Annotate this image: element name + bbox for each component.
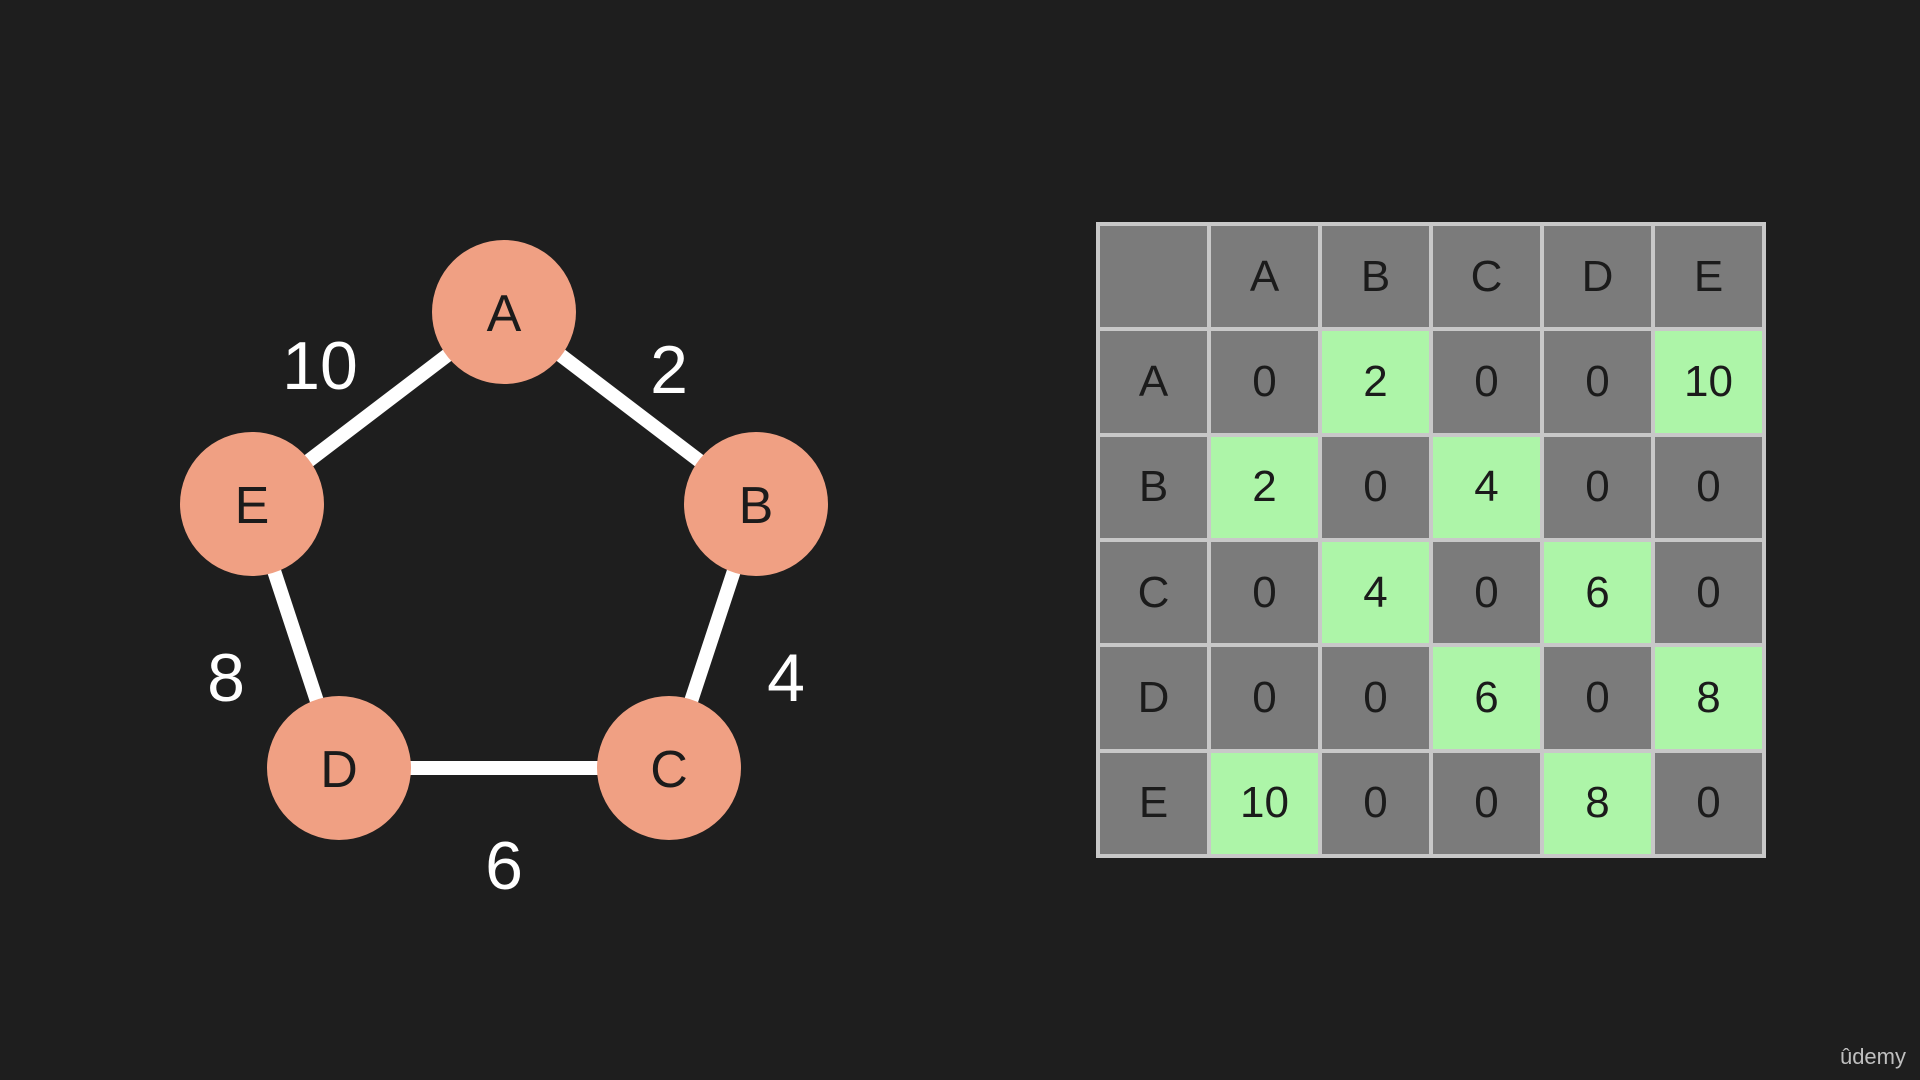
matrix-col-header-d: D	[1544, 226, 1651, 328]
matrix-cell-e-b: 0	[1322, 752, 1429, 854]
matrix-cell-e-d: 8	[1544, 752, 1651, 854]
matrix-cell-e-a: 10	[1211, 752, 1318, 854]
matrix-cell-e-c: 0	[1433, 752, 1540, 854]
matrix-cell-e-e: 0	[1655, 752, 1762, 854]
matrix-cell-b-e: 0	[1655, 436, 1762, 538]
weighted-graph-diagram: 2 4 6 8 10 A B C D E	[180, 240, 828, 904]
matrix-col-header-b: B	[1322, 226, 1429, 328]
matrix-cell-d-b: 0	[1322, 647, 1429, 749]
node-c: C	[597, 696, 741, 840]
node-circle	[432, 240, 576, 384]
matrix-cell-d-c: 6	[1433, 647, 1540, 749]
matrix-cell-a-e: 10	[1655, 331, 1762, 433]
matrix-corner-cell	[1100, 226, 1207, 328]
edge-weight-a-b: 2	[650, 332, 688, 408]
edge-weight-d-e: 8	[207, 640, 245, 716]
matrix-cell-a-d: 0	[1544, 331, 1651, 433]
edge-weight-c-d: 6	[485, 828, 523, 904]
node-circle	[684, 432, 828, 576]
node-e: E	[180, 432, 324, 576]
matrix-cell-a-b: 2	[1322, 331, 1429, 433]
node-label: E	[235, 477, 270, 535]
matrix-cell-c-c: 0	[1433, 542, 1540, 644]
matrix-cell-c-a: 0	[1211, 542, 1318, 644]
matrix-row-header-a: A	[1100, 331, 1207, 433]
matrix-cell-a-a: 0	[1211, 331, 1318, 433]
matrix-row-header-d: D	[1100, 647, 1207, 749]
matrix-col-header-a: A	[1211, 226, 1318, 328]
node-circle	[597, 696, 741, 840]
matrix-row-header-e: E	[1100, 752, 1207, 854]
node-a: A	[432, 240, 576, 384]
matrix-cell-b-d: 0	[1544, 436, 1651, 538]
node-circle	[267, 696, 411, 840]
node-label: B	[739, 477, 774, 535]
node-label: C	[650, 741, 688, 799]
node-label: D	[320, 741, 358, 799]
matrix-cell-d-a: 0	[1211, 647, 1318, 749]
matrix-cell-b-c: 4	[1433, 436, 1540, 538]
matrix-col-header-c: C	[1433, 226, 1540, 328]
matrix-col-header-e: E	[1655, 226, 1762, 328]
node-label: A	[487, 285, 522, 343]
matrix-cell-b-a: 2	[1211, 436, 1318, 538]
edge-weight-e-a: 10	[282, 328, 358, 404]
matrix-cell-a-c: 0	[1433, 331, 1540, 433]
matrix-row-header-c: C	[1100, 542, 1207, 644]
node-circle	[180, 432, 324, 576]
matrix-cell-c-b: 4	[1322, 542, 1429, 644]
edge-weight-b-c: 4	[767, 640, 805, 716]
node-d: D	[267, 696, 411, 840]
matrix-cell-d-e: 8	[1655, 647, 1762, 749]
matrix-cell-b-b: 0	[1322, 436, 1429, 538]
matrix-cell-d-d: 0	[1544, 647, 1651, 749]
node-b: B	[684, 432, 828, 576]
matrix-cell-c-e: 0	[1655, 542, 1762, 644]
udemy-logo: ûdemy	[1839, 1044, 1906, 1069]
matrix-cell-c-d: 6	[1544, 542, 1651, 644]
matrix-row-header-b: B	[1100, 436, 1207, 538]
